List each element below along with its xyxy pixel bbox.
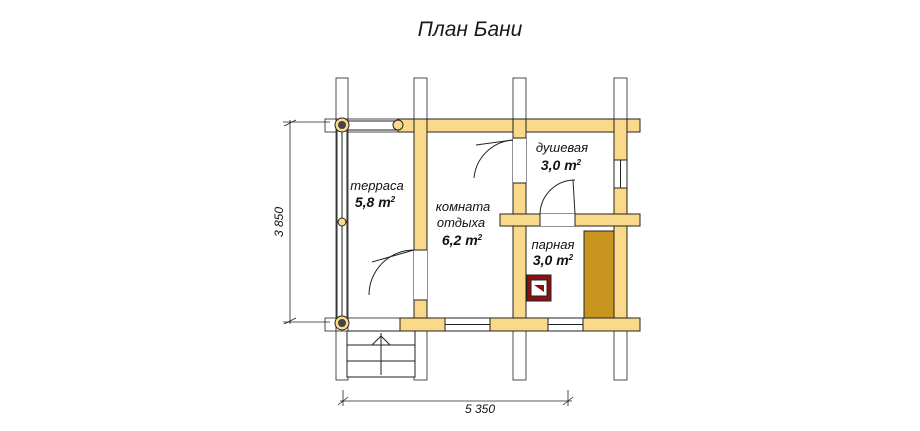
shower-name: душевая	[536, 140, 588, 155]
terrace-name: терраса	[350, 178, 403, 193]
rest-room-area: 6,2 m	[442, 232, 478, 248]
svg-text:3,0 m2: 3,0 m2	[533, 252, 574, 268]
width-dimension	[337, 390, 574, 406]
heater-stove-icon	[526, 274, 552, 302]
steam-room-area: 3,0 m	[533, 252, 569, 268]
svg-text:3,0 m2: 3,0 m2	[541, 157, 582, 173]
width-dimension-label: 5 350	[465, 402, 495, 416]
shower-area: 3,0 m	[541, 157, 577, 173]
rest-room-name-line2: отдыха	[437, 215, 485, 230]
log-joint-icon	[334, 117, 404, 331]
steam-bench	[583, 230, 615, 319]
height-dimension	[283, 119, 330, 325]
svg-text:5,8 m2: 5,8 m2	[355, 194, 396, 210]
bottom-wall	[399, 317, 641, 332]
plan-title: План Бани	[417, 18, 523, 41]
svg-text:6,2 m2: 6,2 m2	[442, 232, 483, 248]
terrace-area: 5,8 m	[355, 194, 391, 210]
entrance-steps	[346, 330, 416, 378]
steam-room-name: парная	[532, 237, 575, 252]
door-swings	[368, 139, 576, 296]
height-dimension-label: 3 850	[272, 207, 286, 237]
windows	[444, 159, 628, 332]
rest-room-name-line1: комната	[436, 199, 491, 214]
